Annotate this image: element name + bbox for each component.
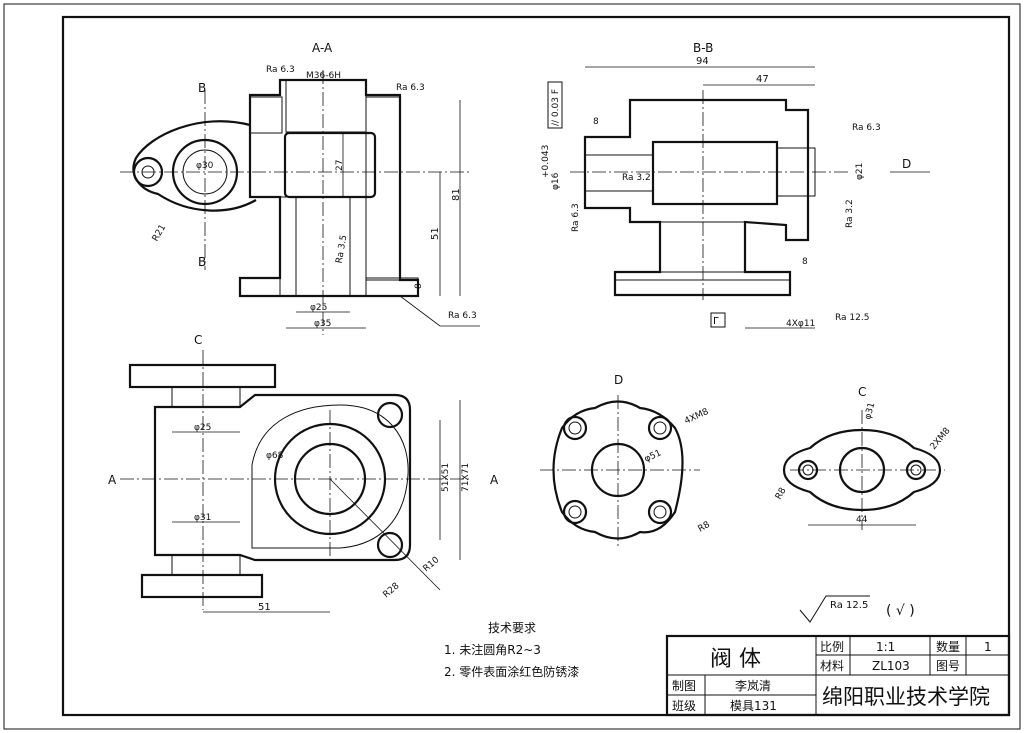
drawn-label: 制图 xyxy=(672,679,696,693)
class-label: 班级 xyxy=(672,699,696,713)
dim-d25: φ25 xyxy=(310,303,327,313)
tech-req-item-2: 2. 零件表面涂红色防锈漆 xyxy=(444,664,579,679)
dim-top-r10: R10 xyxy=(422,555,442,574)
dim-top-51x51: 51X51 xyxy=(441,463,451,492)
section-bb-view: B-B 94 47 8 // 0.03 F φ16 +0.043 Ra 3.2 … xyxy=(541,41,930,329)
top-view: C A A φ25 φ31 φ68 51X51 71X71 R10 R28 51 xyxy=(108,333,499,613)
section-aa-view: A-A B B M36-6H Ra 6.3 Ra 6.3 φ30 R21 xyxy=(120,41,480,335)
dim-d35: φ35 xyxy=(314,319,331,329)
ra-aa-top-left: Ra 6.3 xyxy=(266,65,295,75)
dim-top-71x71: 71X71 xyxy=(461,463,471,492)
qty-value: 1 xyxy=(984,640,992,654)
class-value: 模具131 xyxy=(730,699,777,713)
dim-h51: 51 xyxy=(430,227,441,240)
view-arrow-d: D xyxy=(902,157,911,171)
ra-aa-top-right: Ra 6.3 xyxy=(396,83,425,93)
dim-w47: 47 xyxy=(756,74,769,85)
section-aa-label: A-A xyxy=(312,41,333,55)
ra-aa-35: Ra 3.5 xyxy=(335,234,350,264)
ra-bb-32-inner: Ra 3.2 xyxy=(622,173,651,183)
dim-c-w44: 44 xyxy=(856,515,868,525)
dim-d30: φ30 xyxy=(196,161,214,171)
tolerance-frame: // 0.03 F xyxy=(551,89,561,126)
title-block: 阀 体 比例 1:1 数量 1 材料 ZL103 图号 制图 李岚清 班级 模具… xyxy=(665,634,1011,717)
general-finish-bracket: ( √ ) xyxy=(886,603,915,619)
section-mark-b-bottom: B xyxy=(198,255,206,269)
view-c: C φ31 2XM8 R8 44 xyxy=(774,385,953,530)
dim-d16: φ16 xyxy=(551,172,561,190)
view-c-label: C xyxy=(858,385,866,399)
qty-label: 数量 xyxy=(936,639,960,654)
dim-thread-m36: M36-6H xyxy=(306,71,341,81)
dim-top-r28: R28 xyxy=(382,581,402,600)
dim-top-w51: 51 xyxy=(258,602,271,613)
drawing-no-label: 图号 xyxy=(936,659,960,673)
dim-holes-4x11: 4Xφ11 xyxy=(786,319,815,329)
dim-w94: 94 xyxy=(696,56,709,67)
datum-mark: Г xyxy=(713,316,719,327)
dim-w8-right: 8 xyxy=(802,257,808,267)
section-mark-a-right: A xyxy=(490,473,499,487)
tech-req-item-1: 1. 未注圆角R2~3 xyxy=(444,642,541,657)
dim-r21: R21 xyxy=(151,223,169,243)
part-name: 阀 体 xyxy=(710,647,761,672)
material-value: ZL103 xyxy=(872,659,910,673)
inner-frame xyxy=(61,15,1011,717)
scale-value: 1:1 xyxy=(876,640,895,654)
dim-h27: 27 xyxy=(335,160,345,171)
tech-req-title: 技术要求 xyxy=(488,621,536,635)
ra-bb-125: Ra 12.5 xyxy=(835,313,869,323)
dim-d16-tol: +0.043 xyxy=(541,145,551,178)
general-finish-symbol: Ra 12.5 xyxy=(830,600,868,611)
section-bb-label: B-B xyxy=(693,41,713,55)
outer-frame xyxy=(3,3,1021,730)
school-name: 绵阳职业技术学院 xyxy=(822,685,990,709)
ra-bb-32-right: Ra 3.2 xyxy=(845,199,855,228)
dim-c-r8: R8 xyxy=(774,486,789,502)
view-arrow-c: C xyxy=(194,333,202,347)
view-d: D 4XM8 φ51 R8 xyxy=(540,373,712,548)
ra-aa-bottom: Ra 6.3 xyxy=(448,311,477,321)
section-mark-a-left: A xyxy=(108,473,117,487)
dim-top-d68: φ68 xyxy=(266,451,284,461)
dim-top-d31: φ31 xyxy=(194,513,211,523)
material-label: 材料 xyxy=(820,659,844,673)
dim-d-r8: R8 xyxy=(697,520,713,535)
dim-c-2xm8: 2XM8 xyxy=(929,426,953,452)
dim-h8: 8 xyxy=(414,283,424,289)
section-mark-b-top: B xyxy=(198,81,206,95)
ra-bb-63-left: Ra 6.3 xyxy=(571,203,581,232)
dim-c-d31: φ31 xyxy=(863,401,877,420)
scale-label: 比例 xyxy=(820,640,844,654)
ra-bb-63-right: Ra 6.3 xyxy=(852,123,881,133)
view-d-label: D xyxy=(614,373,623,387)
drawn-value: 李岚清 xyxy=(735,678,771,693)
dim-d-4xm8: 4XM8 xyxy=(683,407,710,427)
dim-top-d25: φ25 xyxy=(194,423,211,433)
general-finish: Ra 12.5 ( √ ) xyxy=(799,595,915,623)
dim-h81: 81 xyxy=(451,188,462,201)
tech-requirements: 技术要求 1. 未注圆角R2~3 2. 零件表面涂红色防锈漆 xyxy=(444,621,579,679)
dim-w8-left: 8 xyxy=(593,117,599,127)
dim-d-d51: φ51 xyxy=(643,448,663,464)
dim-d21: φ21 xyxy=(855,163,865,180)
